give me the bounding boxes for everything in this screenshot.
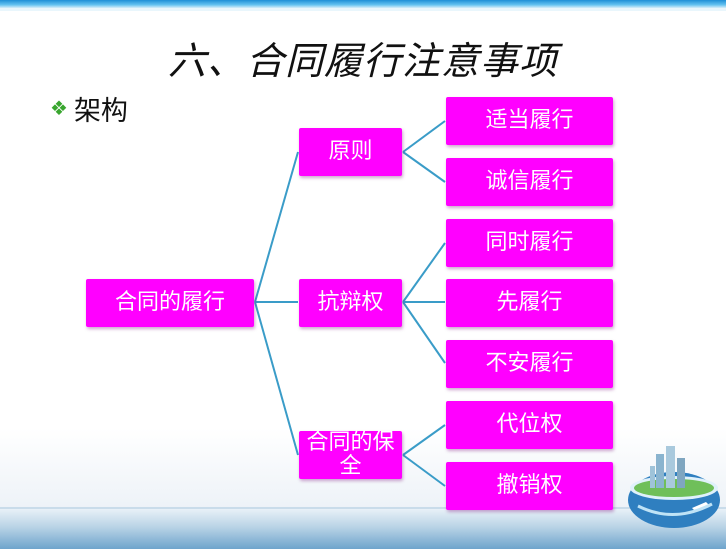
node-contract-preservation: 合同的保全 bbox=[299, 431, 402, 479]
node-simultaneous-performance: 同时履行 bbox=[446, 219, 613, 267]
node-insecurity-defense: 不安履行 bbox=[446, 340, 613, 388]
connector-principle-1 bbox=[402, 120, 446, 153]
node-prior-performance: 先履行 bbox=[446, 279, 613, 327]
top-decoration-stripe bbox=[0, 0, 726, 8]
node-good-faith-performance: 诚信履行 bbox=[446, 158, 613, 206]
slide-title: 六、合同履行注意事项 bbox=[167, 39, 558, 83]
node-revocation-right: 撤销权 bbox=[446, 462, 613, 510]
diamond-bullet-icon: ❖ bbox=[50, 96, 68, 120]
node-proper-performance: 适当履行 bbox=[446, 97, 613, 145]
connector-preservation-2 bbox=[402, 454, 446, 487]
top-decoration-highlight bbox=[0, 8, 726, 11]
bottom-decoration-band bbox=[0, 509, 726, 549]
node-root: 合同的履行 bbox=[86, 279, 254, 327]
connector-preservation-1 bbox=[402, 424, 446, 456]
node-subrogation-right: 代位权 bbox=[446, 401, 613, 449]
bottom-divider bbox=[0, 507, 726, 509]
bullet-text: 架构 bbox=[73, 95, 128, 127]
connector-defense-3 bbox=[402, 301, 446, 364]
globe-city-icon bbox=[628, 446, 720, 528]
node-defense-right: 抗辩权 bbox=[299, 279, 402, 327]
connector-defense-1 bbox=[402, 242, 446, 303]
bullet-item: ❖ 架构 bbox=[50, 92, 128, 127]
connector-principle-2 bbox=[402, 151, 446, 183]
connector-root-preservation bbox=[254, 301, 299, 456]
node-principle: 原则 bbox=[299, 128, 402, 176]
connector-root-principle bbox=[254, 151, 299, 303]
